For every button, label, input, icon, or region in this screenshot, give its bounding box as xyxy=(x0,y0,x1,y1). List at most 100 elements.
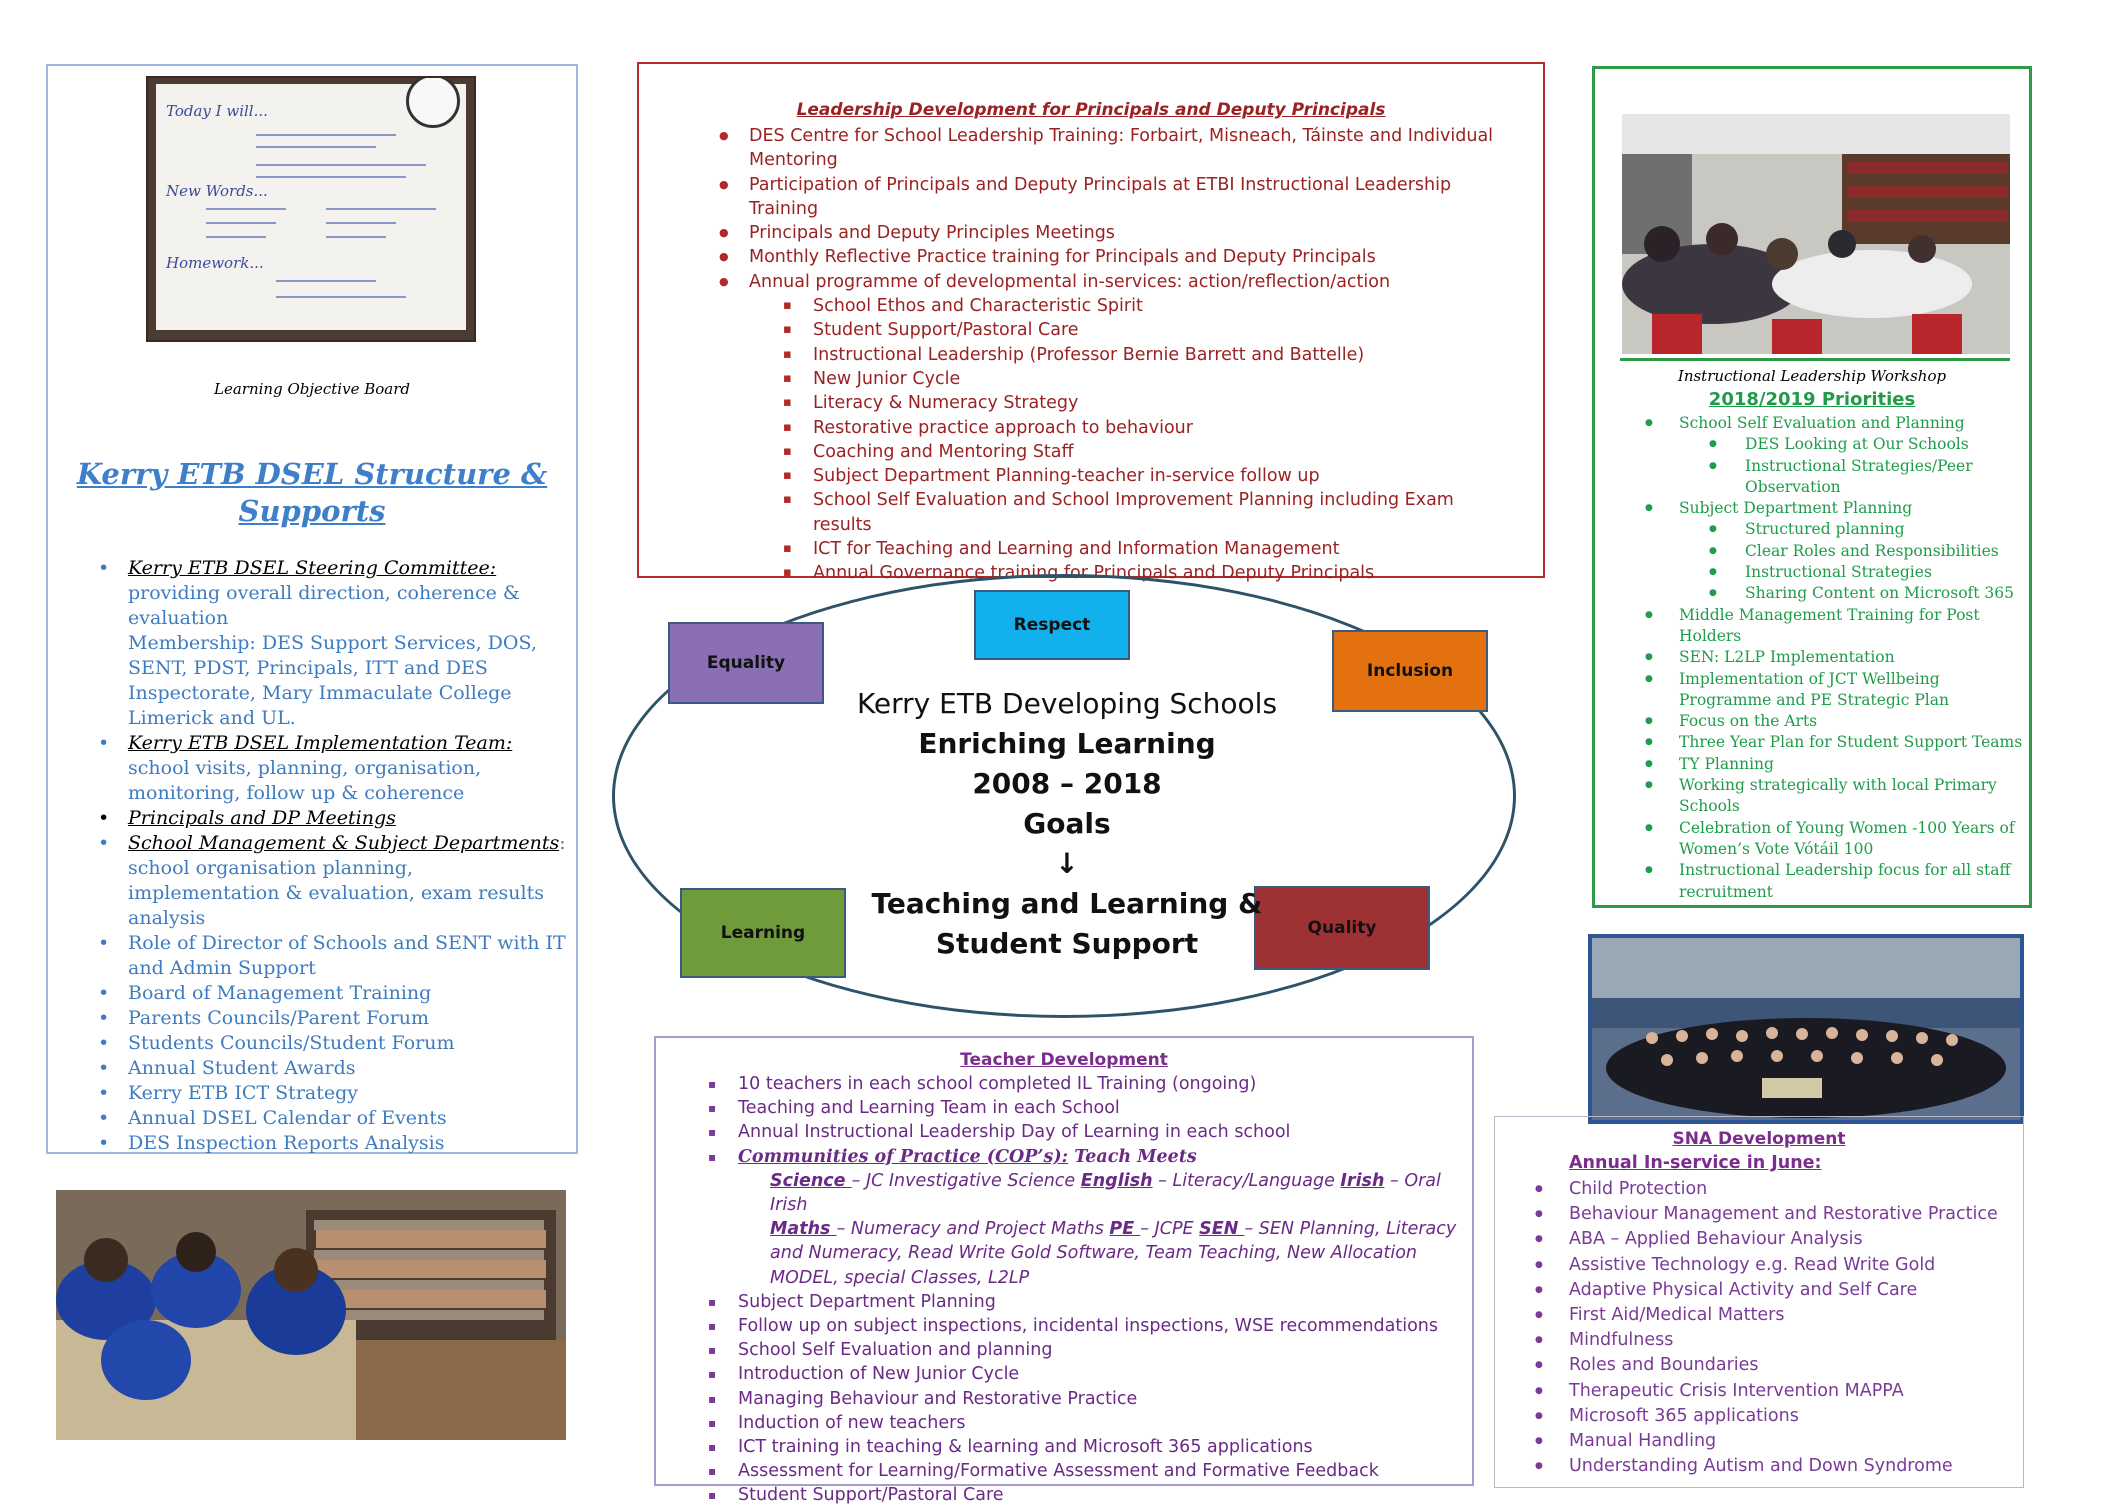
priority-item: Instructional Strategies/Peer Observatio… xyxy=(1679,456,2029,499)
structure-item: Membership: DES Support Services, DOS, S… xyxy=(98,631,568,731)
structure-item: Parents Councils/Parent Forum xyxy=(98,1006,568,1031)
list-item: Roles and Boundaries xyxy=(1535,1353,2009,1378)
list-subitem: School Ethos and Characteristic Spirit xyxy=(749,294,1509,319)
structure-item: School Management & Subject Departments:… xyxy=(98,831,568,931)
leadership-heading: Leadership Development for Principals an… xyxy=(796,100,1386,120)
structure-item-label: Principals and DP Meetings xyxy=(128,807,396,829)
photo-divider xyxy=(1620,358,2010,361)
value-equality: Equality xyxy=(668,622,824,704)
structure-item-text: Students Councils/Student Forum xyxy=(128,1032,455,1054)
structure-item-text: school visits, planning, organisation, m… xyxy=(128,757,482,804)
list-item: Child Protection xyxy=(1535,1177,2009,1202)
structure-item: Kerry ETB DSEL Implementation Team: scho… xyxy=(98,731,568,806)
structure-title-line1: Kerry ETB DSEL Structure & xyxy=(76,457,548,491)
cop-pe-text: – JCPE xyxy=(1140,1219,1200,1240)
goal-line2: Enriching Learning xyxy=(918,727,1216,760)
list-subitem: School Self Evaluation and School Improv… xyxy=(749,488,1509,537)
priority-item: Structured planning xyxy=(1679,519,2029,541)
list-item: Understanding Autism and Down Syndrome xyxy=(1535,1454,2009,1479)
list-subitem: Restorative practice approach to behavio… xyxy=(749,416,1509,441)
list-subitem: Coaching and Mentoring Staff xyxy=(749,440,1509,465)
list-item: Therapeutic Crisis Intervention MAPPA xyxy=(1535,1379,2009,1404)
board-caption: Learning Objective Board xyxy=(214,380,410,398)
sna-development-panel: SNA Development Annual In-service in Jun… xyxy=(1494,1116,2024,1488)
goal-line5: Teaching and Learning & xyxy=(871,887,1263,920)
list-item: First Aid/Medical Matters xyxy=(1535,1303,2009,1328)
cop-label: Communities of Practice (COP’s): xyxy=(738,1146,1069,1167)
structure-item: Kerry ETB ICT Strategy xyxy=(98,1081,568,1106)
list-item: Principals and Deputy Principles Meeting… xyxy=(719,221,1509,246)
goal-line4: Goals xyxy=(1023,807,1111,840)
structure-item: Board of Management Training xyxy=(98,981,568,1006)
list-item: Monthly Reflective Practice training for… xyxy=(719,245,1509,270)
teacher-heading: Teacher Development xyxy=(960,1050,1168,1070)
priority-item: School Self Evaluation and Planning xyxy=(1645,413,2029,435)
cop-science-text: – JC Investigative Science xyxy=(851,1170,1081,1191)
list-item: Participation of Principals and Deputy P… xyxy=(719,173,1509,222)
list-item: Annual programme of developmental in-ser… xyxy=(719,270,1509,295)
leadership-list: DES Centre for School Leadership Trainin… xyxy=(719,124,1509,586)
board-new-words: New Words... xyxy=(166,182,268,200)
structure-item-label: School Management & Subject Departments xyxy=(128,832,560,854)
cop-science: Science xyxy=(770,1170,852,1191)
list-item: Behaviour Management and Restorative Pra… xyxy=(1535,1202,2009,1227)
structure-item-text: Role of Director of Schools and SENT wit… xyxy=(128,932,566,979)
structure-item-label: Kerry ETB DSEL Implementation Team: xyxy=(128,732,513,754)
cop-sen: SEN xyxy=(1199,1219,1245,1240)
structure-title-line2: Supports xyxy=(238,494,386,528)
structure-item-text: providing overall direction, coherence &… xyxy=(128,582,520,629)
cop-maths: Maths xyxy=(770,1219,837,1240)
cop-item: Communities of Practice (COP’s): Teach M… xyxy=(708,1145,1458,1169)
list-item: Assessment for Learning/Formative Assess… xyxy=(708,1459,1458,1483)
cop-rest: Teach Meets xyxy=(1068,1146,1197,1167)
structure-item-text: Parents Councils/Parent Forum xyxy=(128,1007,430,1029)
value-inclusion: Inclusion xyxy=(1332,630,1488,712)
priority-item: Subject Department Planning xyxy=(1645,498,2029,520)
list-item: ABA – Applied Behaviour Analysis xyxy=(1535,1227,2009,1252)
priority-item: DES Looking at Our Schools xyxy=(1679,434,2029,456)
board-today: Today I will... xyxy=(166,102,268,120)
cop-irish-text: – Oral Irish xyxy=(770,1170,1441,1216)
structure-item: Students Councils/Student Forum xyxy=(98,1031,568,1056)
goal-line6: Student Support xyxy=(935,927,1199,960)
structure-item-text: Kerry ETB ICT Strategy xyxy=(128,1082,359,1104)
list-item: Follow up on subject inspections, incide… xyxy=(708,1314,1458,1338)
cop-maths-text: – Numeracy and Project Maths xyxy=(836,1219,1110,1240)
structure-item: Kerry ETB DSEL Steering Committee:provid… xyxy=(98,556,568,631)
leadership-development-panel: Leadership Development for Principals an… xyxy=(637,62,1545,586)
sna-subheading: Annual In-service in June: xyxy=(1569,1153,1822,1173)
structure-item: Annual DSEL Calendar of Events xyxy=(98,1106,568,1131)
priority-item: Three Year Plan for Student Support Team… xyxy=(1645,732,2029,754)
instructional-leadership-workshop-photo xyxy=(1622,114,2010,354)
structure-item-text: Annual DSEL Calendar of Events xyxy=(128,1107,447,1129)
list-item: Managing Behaviour and Restorative Pract… xyxy=(708,1387,1458,1411)
structure-item: DES Inspection Reports Analysis xyxy=(98,1131,568,1156)
board-homework: Homework... xyxy=(166,254,264,272)
list-item: Subject Department Planning xyxy=(708,1290,1458,1314)
list-item: Microsoft 365 applications xyxy=(1535,1404,2009,1429)
structure-item-text: Annual Student Awards xyxy=(128,1057,356,1079)
structure-item-text: Membership: DES Support Services, DOS, S… xyxy=(128,632,537,729)
cop-english: English xyxy=(1080,1170,1153,1191)
cop-sen-text: – SEN Planning, Literacy and Numeracy, R… xyxy=(770,1219,1457,1288)
workshop-caption: Instructional Leadership Workshop xyxy=(1677,367,1947,385)
cop-irish: Irish xyxy=(1340,1170,1385,1191)
list-item: Teaching and Learning Team in each Schoo… xyxy=(708,1096,1458,1120)
list-item: Student Support/Pastoral Care xyxy=(708,1483,1458,1507)
list-item: ICT training in teaching & learning and … xyxy=(708,1435,1458,1459)
priority-item: Celebration of Young Women -100 Years of… xyxy=(1645,818,2029,861)
list-subitem: Instructional Leadership (Professor Bern… xyxy=(749,343,1509,368)
down-arrow-icon: ↓ xyxy=(1055,847,1079,880)
list-item: DES Centre for School Leadership Trainin… xyxy=(719,124,1509,173)
goal-line3: 2008 – 2018 xyxy=(972,767,1162,800)
cop-pe: PE xyxy=(1109,1219,1141,1240)
sna-heading: SNA Development xyxy=(1672,1129,1846,1149)
list-item: Manual Handling xyxy=(1535,1429,2009,1454)
list-item: Annual Instructional Leadership Day of L… xyxy=(708,1120,1458,1144)
list-subitem: New Junior Cycle xyxy=(749,367,1509,392)
structure-item-text: DES Inspection Reports Analysis xyxy=(128,1132,445,1154)
list-item: Introduction of New Junior Cycle xyxy=(708,1362,1458,1386)
priorities-heading: 2018/2019 Priorities xyxy=(1708,389,1916,410)
structure-item: Principals and DP Meetings xyxy=(98,806,568,831)
list-item: 10 teachers in each school completed IL … xyxy=(708,1072,1458,1096)
